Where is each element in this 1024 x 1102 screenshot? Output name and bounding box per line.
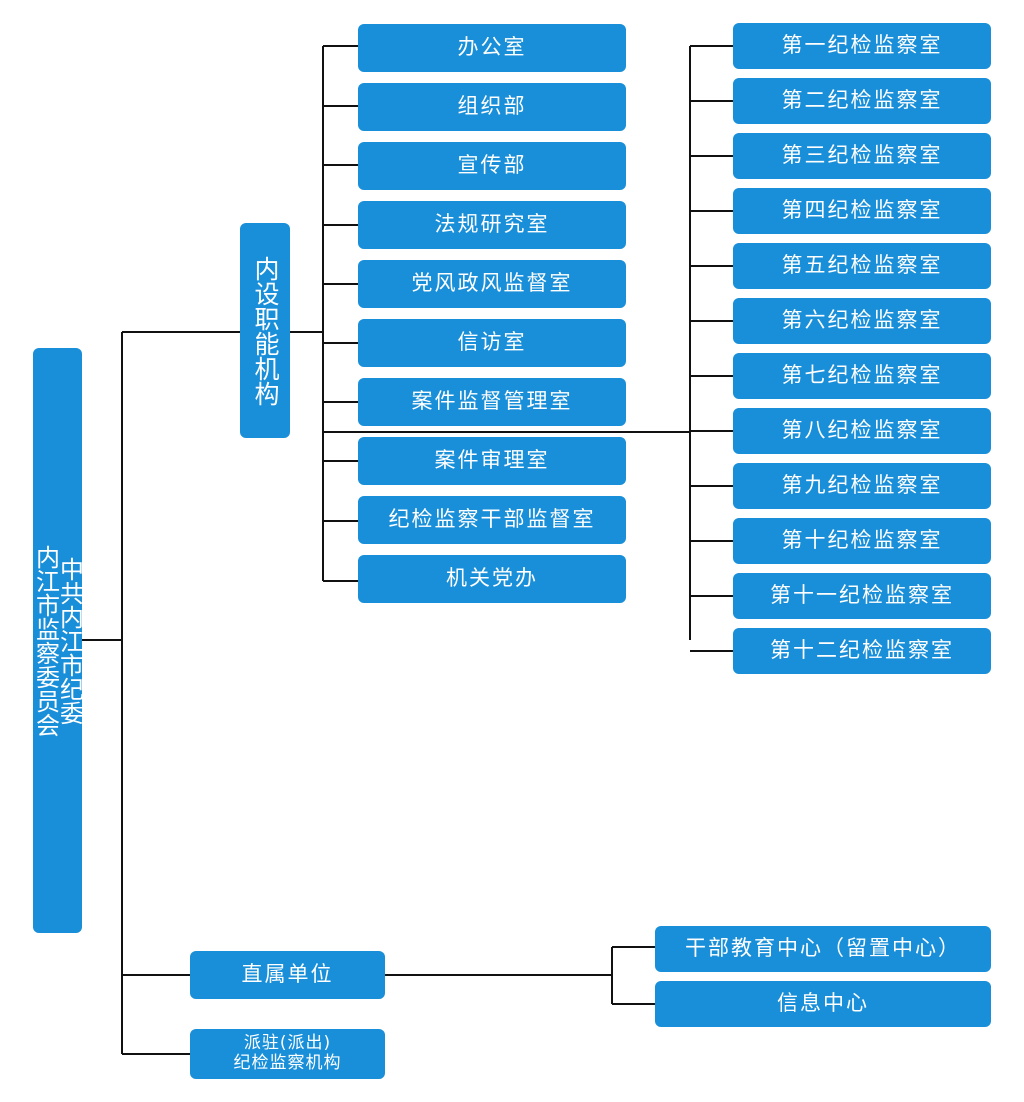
inspection-room-label: 第八纪检监察室 <box>781 418 943 443</box>
department-label: 信访室 <box>457 330 527 355</box>
department-cadre-supervision: 纪检监察干部监督室 <box>358 496 626 544</box>
root-line-1: 中共内江市纪委 <box>55 556 84 725</box>
inspection-room-label: 第四纪检监察室 <box>781 198 943 223</box>
inspection-room-8: 第八纪检监察室 <box>733 408 991 454</box>
inspection-room-4: 第四纪检监察室 <box>733 188 991 234</box>
inspection-room-5: 第五纪检监察室 <box>733 243 991 289</box>
department-regulation-research: 法规研究室 <box>358 201 626 249</box>
inspection-room-label: 第十纪检监察室 <box>781 528 943 553</box>
inspection-room-2: 第二纪检监察室 <box>733 78 991 124</box>
dispatched-line-2: 纪检监察机构 <box>233 1053 342 1073</box>
department-label: 案件审理室 <box>434 448 550 473</box>
inspection-room-label: 第十二纪检监察室 <box>770 638 954 663</box>
internal-organs-label: 内设职能机构 <box>251 255 280 406</box>
root-node: 中共内江市纪委 内江市监察委员会 <box>31 348 84 933</box>
inspection-room-label: 第一纪检监察室 <box>781 33 943 58</box>
direct-units-label: 直属单位 <box>241 962 334 987</box>
department-label: 办公室 <box>457 35 527 60</box>
inspection-room-label: 第七纪检监察室 <box>781 363 943 388</box>
inspection-room-3: 第三纪检监察室 <box>733 133 991 179</box>
dispatched-agencies-node: 派驻(派出) 纪检监察机构 <box>190 1029 385 1079</box>
inspection-room-label: 第二纪检监察室 <box>781 88 943 113</box>
department-office: 办公室 <box>358 24 626 72</box>
department-label: 宣传部 <box>457 153 527 178</box>
department-conduct-supervision: 党风政风监督室 <box>358 260 626 308</box>
inspection-room-1: 第一纪检监察室 <box>733 23 991 69</box>
direct-unit-label: 干部教育中心（留置中心） <box>685 936 961 961</box>
department-label: 纪检监察干部监督室 <box>388 507 596 532</box>
department-petition: 信访室 <box>358 319 626 367</box>
dispatched-line-1: 派驻(派出) <box>243 1033 332 1054</box>
inspection-room-label: 第三纪检监察室 <box>781 143 943 168</box>
department-label: 案件监督管理室 <box>411 389 573 414</box>
root-line-2: 内江市监察委员会 <box>31 544 60 737</box>
department-organization: 组织部 <box>358 83 626 131</box>
department-party-office: 机关党办 <box>358 555 626 603</box>
department-label: 法规研究室 <box>434 212 550 237</box>
inspection-room-label: 第十一纪检监察室 <box>770 583 954 608</box>
department-label: 党风政风监督室 <box>411 271 573 296</box>
internal-organs-node: 内设职能机构 <box>240 223 290 438</box>
inspection-room-label: 第六纪检监察室 <box>781 308 943 333</box>
inspection-room-12: 第十二纪检监察室 <box>733 628 991 674</box>
inspection-room-6: 第六纪检监察室 <box>733 298 991 344</box>
inspection-room-9: 第九纪检监察室 <box>733 463 991 509</box>
department-label: 机关党办 <box>446 566 538 591</box>
direct-unit-label: 信息中心 <box>777 991 869 1016</box>
inspection-room-label: 第五纪检监察室 <box>781 253 943 278</box>
department-case-supervision: 案件监督管理室 <box>358 378 626 426</box>
department-publicity: 宣传部 <box>358 142 626 190</box>
department-label: 组织部 <box>457 94 527 119</box>
department-case-review: 案件审理室 <box>358 437 626 485</box>
direct-unit-cadre-education-center: 干部教育中心（留置中心） <box>655 926 991 972</box>
direct-units-node: 直属单位 <box>190 951 385 999</box>
inspection-room-label: 第九纪检监察室 <box>781 473 943 498</box>
inspection-room-11: 第十一纪检监察室 <box>733 573 991 619</box>
inspection-room-10: 第十纪检监察室 <box>733 518 991 564</box>
inspection-room-7: 第七纪检监察室 <box>733 353 991 399</box>
direct-unit-information-center: 信息中心 <box>655 981 991 1027</box>
